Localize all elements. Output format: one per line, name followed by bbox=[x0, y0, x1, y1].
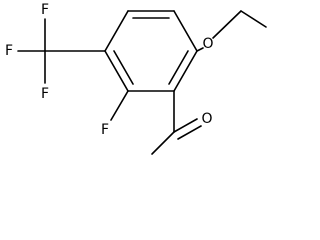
bond-ethoxy-oxygen-to-ch2 bbox=[212, 10, 242, 39]
cf3-fluorine-top-label: F bbox=[41, 2, 49, 18]
ring-double-bond-left bbox=[113, 50, 134, 85]
ring-double-bond-right bbox=[168, 50, 189, 85]
ring-bond-bottom-right bbox=[173, 50, 198, 92]
bond-carbonyl-to-methyl bbox=[151, 131, 175, 155]
cf3-fluorine-bottom-label: F bbox=[41, 86, 49, 102]
chemical-structure-diagram: O O F F F F bbox=[5, 2, 267, 155]
ethoxy-oxygen-label: O bbox=[202, 36, 213, 52]
cf3-fluorine-left-label: F bbox=[5, 43, 13, 59]
ring-bond-top-left bbox=[104, 10, 129, 52]
bond-ring-to-fluorine bbox=[110, 90, 129, 121]
ring-bond-top-right bbox=[173, 10, 198, 52]
acetyl-group: O bbox=[151, 90, 213, 155]
ring-fluorine-label: F bbox=[101, 122, 109, 138]
carbonyl-oxygen-label: O bbox=[201, 111, 212, 127]
ring-bond-bottom-left bbox=[104, 50, 129, 92]
benzene-ring bbox=[104, 10, 198, 92]
ethoxy-group: O bbox=[196, 10, 267, 52]
bond-ring-to-ethoxy-oxygen bbox=[196, 47, 204, 52]
carbonyl-double-bond-inner bbox=[177, 125, 202, 140]
carbonyl-double-bond-outer bbox=[173, 118, 198, 133]
ring-fluorine-group: F bbox=[101, 90, 129, 138]
trifluoromethyl-group: F F F bbox=[5, 2, 106, 102]
bond-ch2-to-ch3 bbox=[240, 10, 267, 28]
